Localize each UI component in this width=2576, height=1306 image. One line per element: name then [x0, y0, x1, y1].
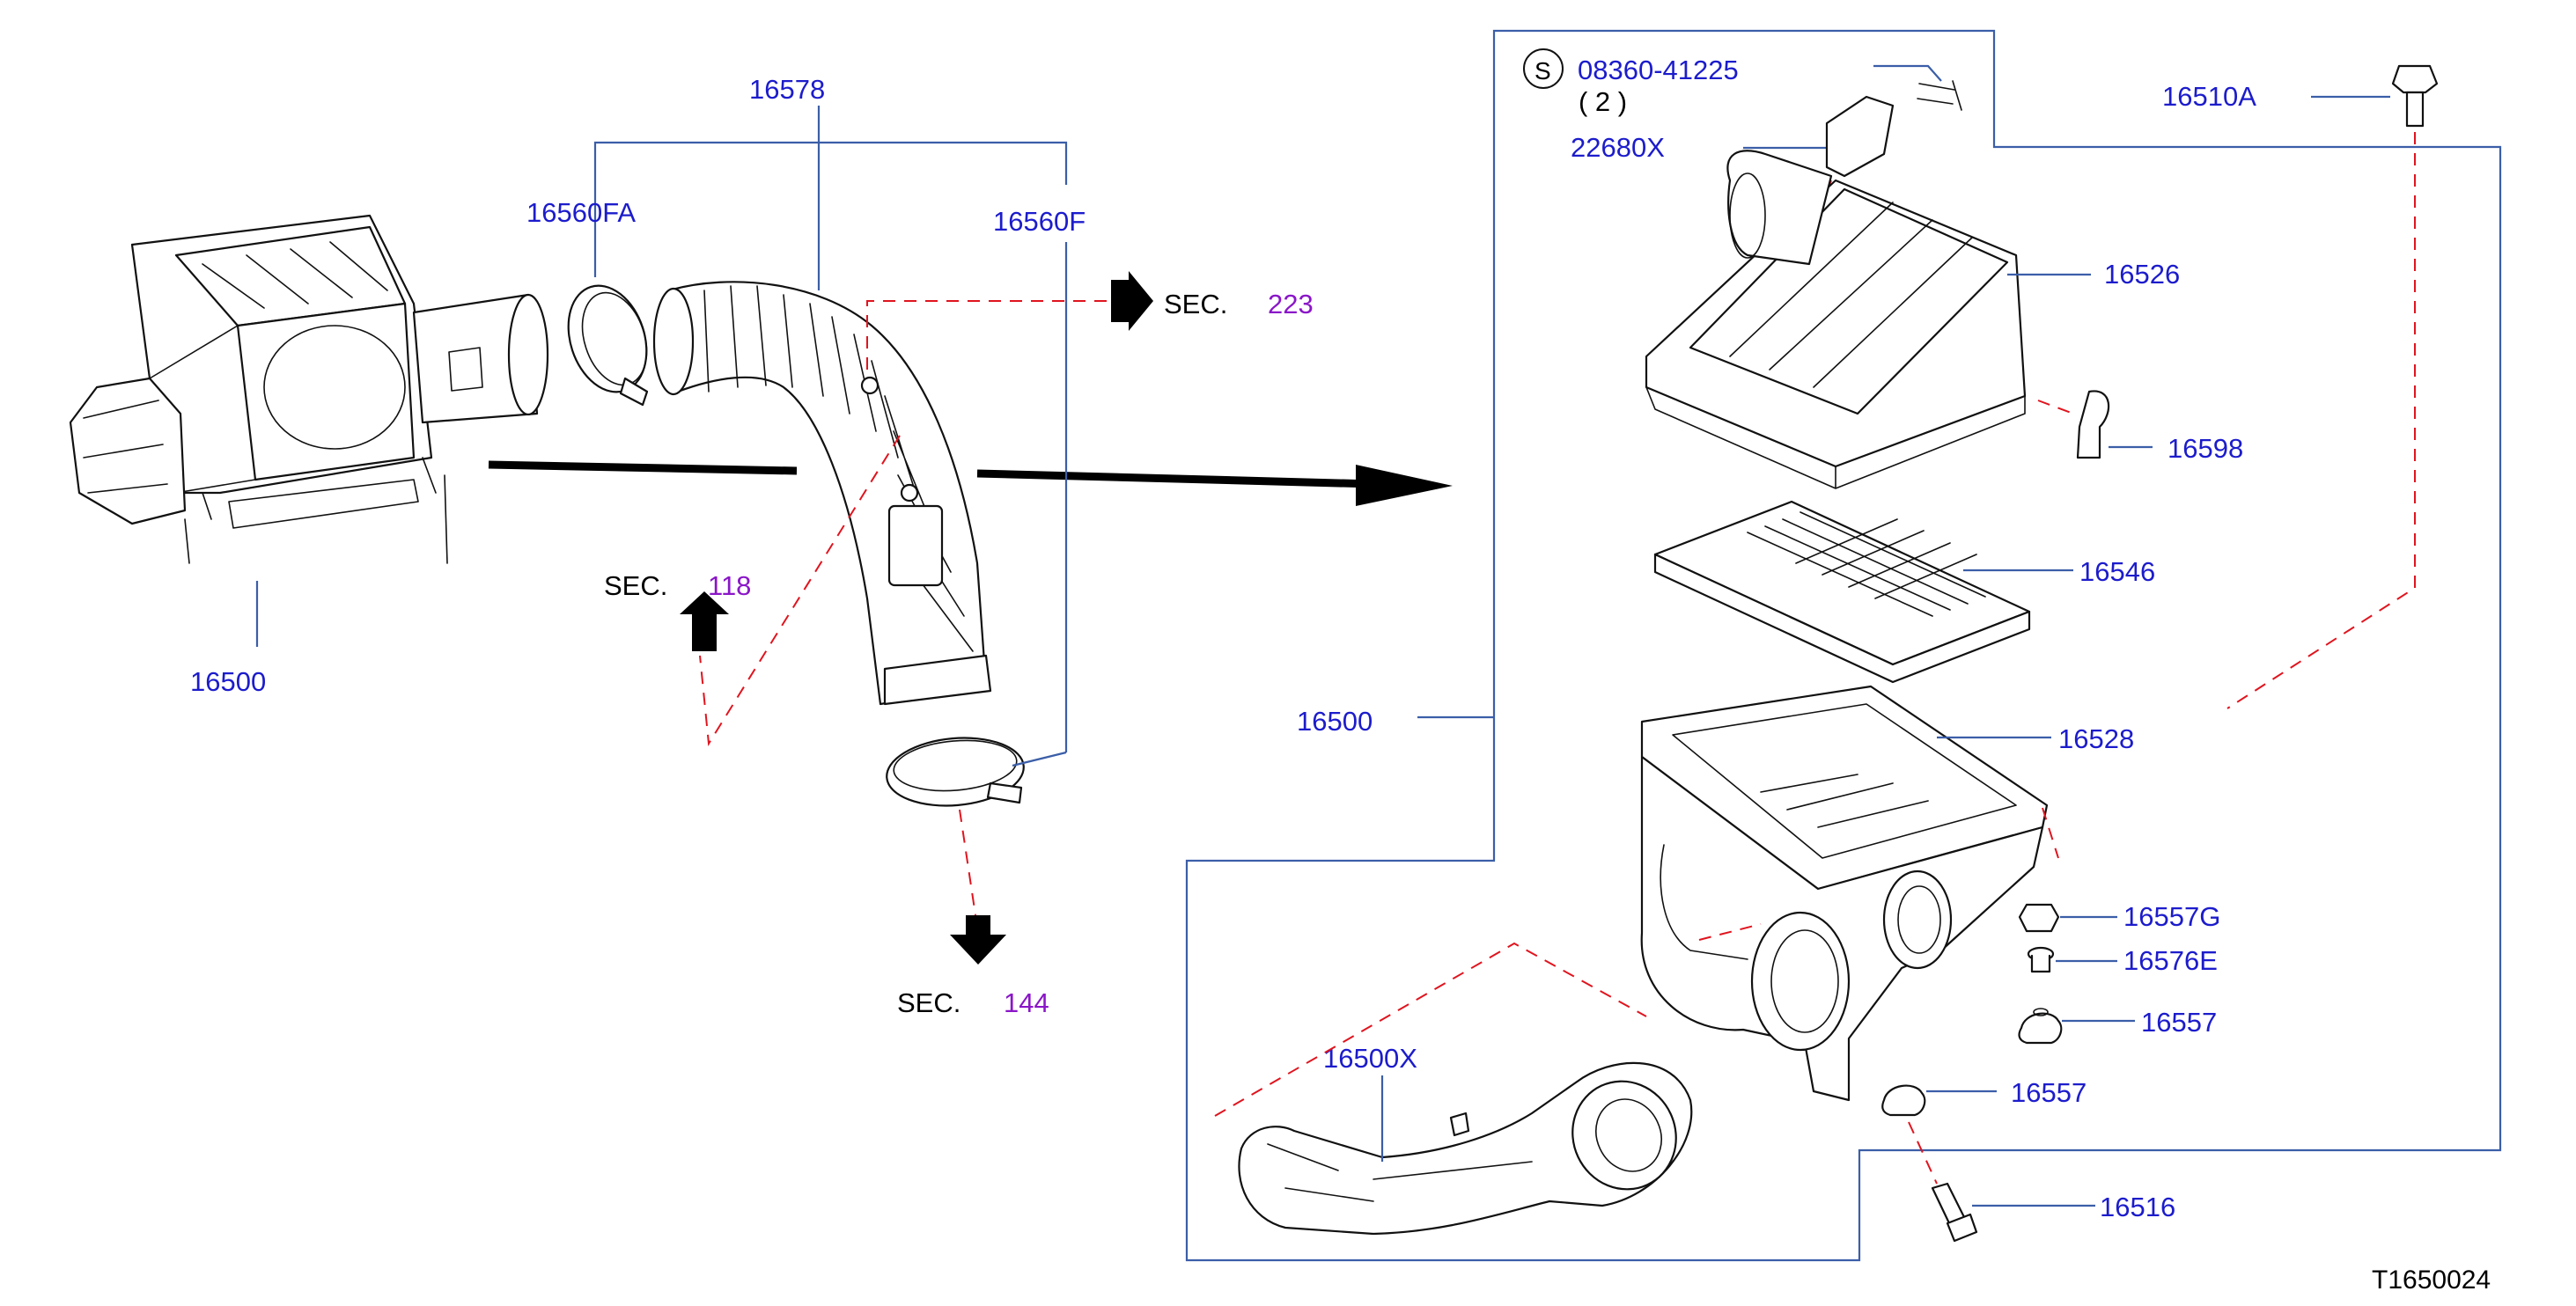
- sec-223-number: 223: [1268, 289, 1314, 319]
- standard-part-symbol: [1523, 48, 1564, 89]
- collar-16576E-illustration: [2027, 946, 2055, 973]
- bolt-quantity: ( 2 ): [1579, 86, 1627, 117]
- bolt-16510A-illustration: [2391, 64, 2439, 128]
- arrow-to-sec-144: [950, 915, 1006, 965]
- assembly-boundary: [1185, 29, 2502, 1262]
- sec-118-label: SEC.: [604, 570, 667, 601]
- grommet-16557-lower-illustration: [1881, 1084, 1926, 1117]
- standard-part-symbol-letter: S: [1535, 57, 1551, 84]
- air-flow-sensor-illustration: [1825, 95, 1895, 178]
- flow-arrow-head: [1356, 465, 1453, 506]
- clamp-rear-illustration: [886, 737, 1025, 807]
- part-number-16557G: 16557G: [2123, 901, 2220, 932]
- clip-16598-illustration: [2076, 390, 2110, 459]
- part-number-16500-left: 16500: [190, 666, 266, 697]
- sensor-screw-illustration: [1917, 80, 1962, 111]
- part-number-16557-lower: 16557: [2011, 1077, 2087, 1108]
- part-number-16546: 16546: [2079, 556, 2155, 587]
- part-number-16578: 16578: [749, 74, 825, 105]
- clamp-front-illustration: [567, 284, 649, 407]
- mount-bolt-16516-illustration: [1931, 1182, 1978, 1243]
- part-number-16598: 16598: [2168, 433, 2243, 464]
- part-number-16560FA: 16560FA: [526, 197, 636, 228]
- part-number-16528: 16528: [2058, 723, 2134, 754]
- air-cleaner-assembly-illustration: [69, 214, 549, 564]
- dashed-leader-16500X: [1214, 923, 1762, 1117]
- part-number-16576E: 16576E: [2123, 945, 2218, 976]
- sec-144-label: SEC.: [897, 987, 960, 1018]
- part-number-22680X: 22680X: [1571, 132, 1665, 163]
- grommet-16557G-illustration: [2018, 903, 2060, 933]
- part-number-16500-right: 16500: [1297, 706, 1373, 737]
- lower-body-illustration: [1640, 685, 2049, 1102]
- part-number-16500X: 16500X: [1323, 1043, 1417, 1074]
- part-number-08360-41225: 08360-41225: [1578, 55, 1739, 85]
- part-number-16516: 16516: [2100, 1192, 2175, 1222]
- air-filter-element-illustration: [1653, 500, 2031, 684]
- dashed-leader-sec144: [959, 809, 976, 916]
- part-number-16557-upper: 16557: [2141, 1007, 2217, 1038]
- flow-arrow-shaft-right: [976, 469, 1374, 488]
- dashed-leader-16510A: [2226, 132, 2416, 709]
- grommet-16557-upper-illustration: [2018, 1008, 2063, 1045]
- sec-118-number: 118: [708, 570, 751, 601]
- arrow-to-sec-223: [1111, 271, 1153, 331]
- dashed-leader-sec223: [866, 300, 1111, 370]
- diagram-code: T1650024: [2372, 1266, 2491, 1295]
- sec-144-number: 144: [1004, 987, 1049, 1018]
- part-number-16526: 16526: [2104, 259, 2180, 290]
- arrow-to-sec-118: [680, 591, 729, 651]
- sec-223-label: SEC.: [1164, 289, 1227, 319]
- flow-arrow-shaft-left: [488, 460, 798, 475]
- part-number-16560F: 16560F: [993, 206, 1086, 237]
- resonator-16500X-illustration: [1238, 1061, 1693, 1236]
- dashed-leader-sec118: [699, 435, 901, 747]
- part-number-16510A: 16510A: [2162, 81, 2256, 112]
- upper-cover-illustration: [1645, 150, 2027, 489]
- intake-duct-illustration: [652, 281, 992, 706]
